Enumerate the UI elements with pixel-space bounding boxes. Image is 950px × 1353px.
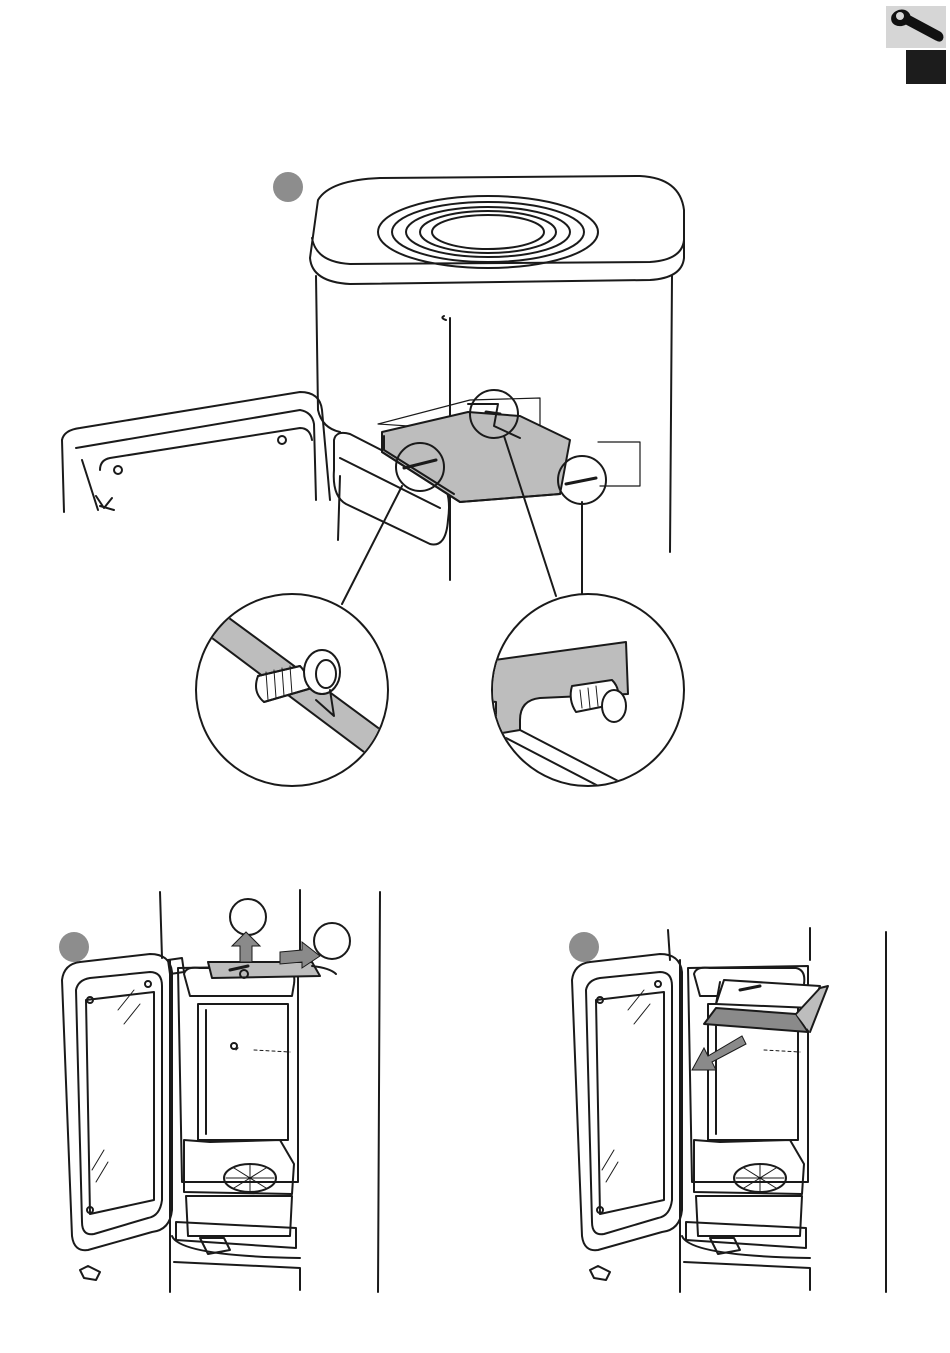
arrow-out-icon <box>692 1036 746 1070</box>
